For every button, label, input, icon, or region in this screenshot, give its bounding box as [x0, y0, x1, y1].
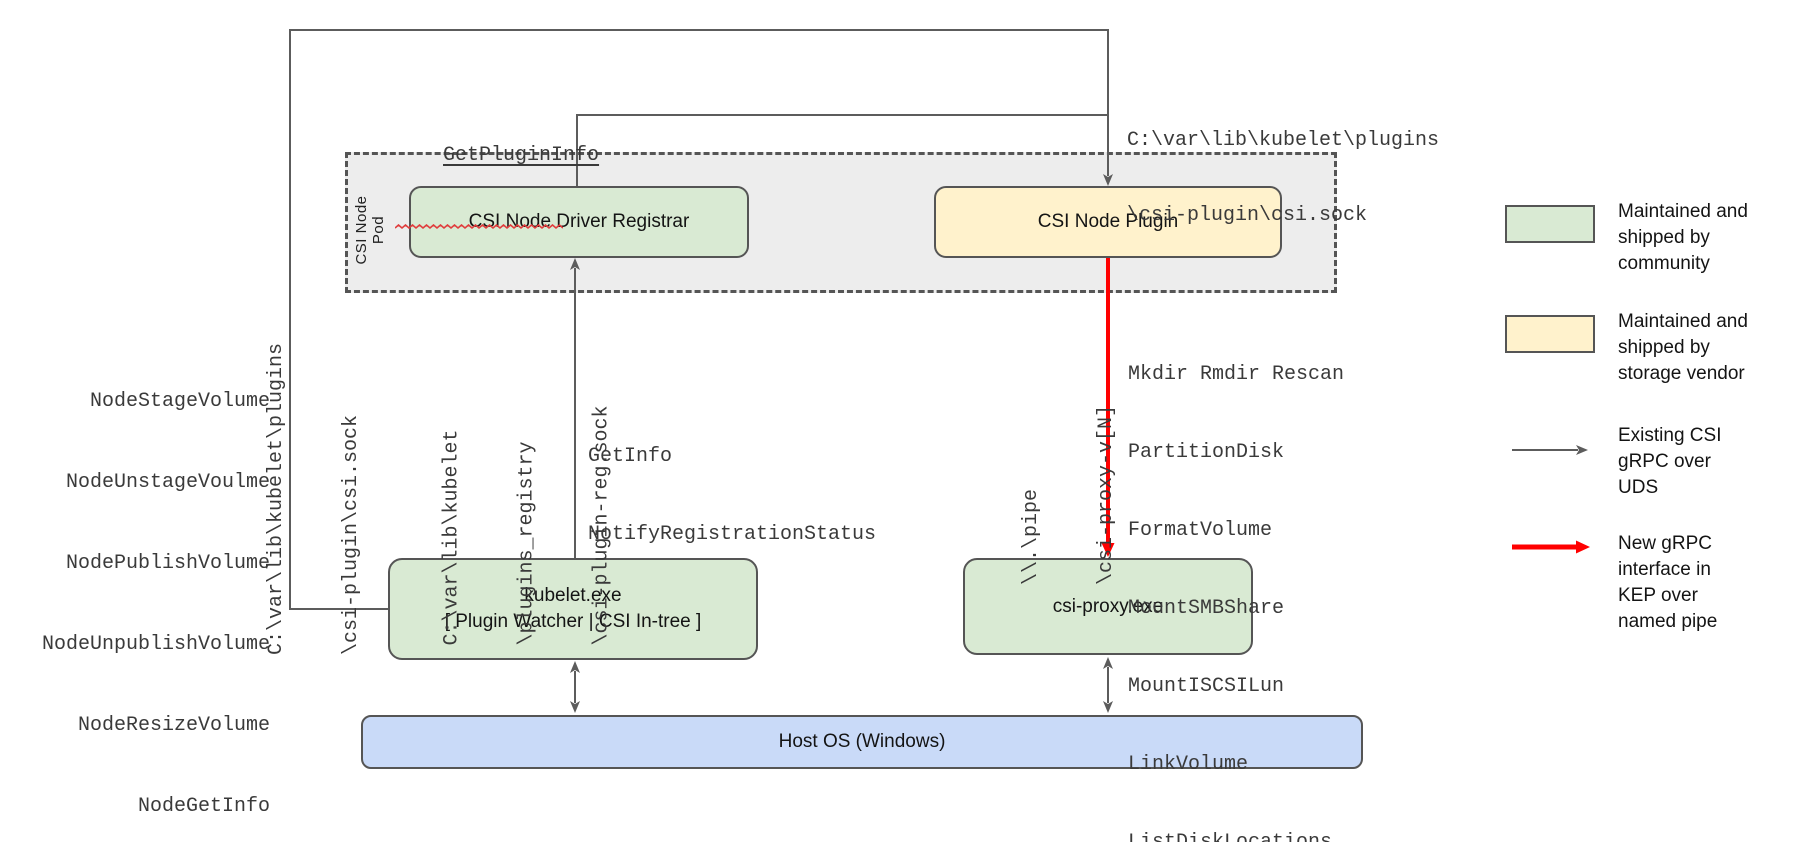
- proxy-method: FormatVolume: [1128, 519, 1273, 542]
- proxy-method: MountISCSILun: [1128, 675, 1285, 698]
- node-method: NodeUnstageVoulme: [65, 471, 270, 494]
- legend-vendor-line1: Maintained and: [1618, 311, 1748, 332]
- node-method: NodeGetInfo: [137, 795, 270, 818]
- named-pipe-path-line2: \csi-proxy-v[N]: [1095, 404, 1118, 585]
- host-os-box: Host OS (Windows): [361, 715, 1363, 769]
- csi-sock-path-left-line2: \csi-plugin\csi.sock: [340, 414, 363, 655]
- legend-uds-text: Existing CSI gRPC over UDS: [1618, 423, 1808, 501]
- legend-vendor-swatch: [1505, 315, 1595, 353]
- legend-namedpipe-line4: named pipe: [1618, 611, 1718, 632]
- named-pipe-path-line1: \\.\pipe: [1020, 488, 1043, 585]
- csi-sock-path-top-line1: C:\var\lib\kubelet\plugins: [1127, 129, 1440, 152]
- host-os-label: Host OS (Windows): [778, 731, 946, 752]
- node-method: NodeStageVolume: [89, 390, 270, 413]
- legend-community-swatch: [1505, 205, 1595, 243]
- proxy-method: ListDiskLocations: [1128, 830, 1344, 842]
- legend-namedpipe-line1: New gRPC: [1618, 533, 1712, 554]
- legend-uds-line1: Existing CSI: [1618, 425, 1722, 446]
- registration-method-notify: NotifyRegistrationStatus: [588, 523, 877, 546]
- proxy-method: Mkdir Rmdir Rescan: [1128, 363, 1345, 386]
- legend-community-line1: Maintained and: [1618, 201, 1748, 222]
- proxy-method: MountSMBShare: [1128, 597, 1285, 620]
- node-methods-list: NodeStageVolume NodeUnstageVoulme NodePu…: [20, 334, 270, 842]
- csi-node-pod-label: CSI Node Pod: [353, 195, 387, 265]
- proxy-method: PartitionDisk: [1128, 441, 1285, 464]
- plugin-registry-sock-line1: C:\var\lib\kubelet: [440, 429, 464, 646]
- proxy-methods-list: Mkdir Rmdir Rescan PartitionDisk FormatV…: [1128, 310, 1344, 842]
- plugin-registry-sock-line2: \plugins_registry: [515, 441, 539, 646]
- legend-community-line2: shipped by: [1618, 227, 1710, 248]
- legend-vendor-line3: storage vendor: [1618, 363, 1745, 384]
- get-plugin-info-label: GetPluginInfo: [395, 117, 600, 230]
- legend-vendor-line2: shipped by: [1618, 337, 1710, 358]
- legend-vendor-text: Maintained and shipped by storage vendor: [1618, 309, 1808, 387]
- legend-namedpipe-line2: interface in: [1618, 559, 1711, 580]
- legend-uds-line3: UDS: [1618, 477, 1659, 498]
- legend-community-text: Maintained and shipped by community: [1618, 199, 1808, 277]
- registration-method-getinfo: GetInfo: [588, 445, 673, 468]
- csi-sock-path-top-line2: \csi-plugin\csi.sock: [1127, 204, 1368, 227]
- proxy-method: LinkVolume: [1128, 753, 1249, 776]
- legend-community-line3: community: [1618, 253, 1710, 274]
- node-method: NodePublishVolume: [65, 552, 270, 575]
- csi-sock-path-top-label: C:\var\lib\kubelet\plugins \csi-plugin\c…: [1127, 78, 1439, 278]
- legend-namedpipe-text: New gRPC interface in KEP over named pip…: [1618, 531, 1808, 635]
- node-method: NodeResizeVolume: [77, 714, 270, 737]
- spellcheck-squiggle-icon: [395, 224, 563, 230]
- kubelet-sublabel: [ Plugin Watcher | CSI In-tree ]: [444, 611, 702, 632]
- legend-uds-line2: gRPC over: [1618, 451, 1711, 472]
- node-method: NodeUnpublishVolume: [41, 633, 270, 656]
- legend-namedpipe-line3: KEP over: [1618, 585, 1698, 606]
- registration-methods-label: GetInfo NotifyRegistrationStatus: [588, 392, 876, 600]
- get-plugin-info-text: GetPluginInfo: [443, 144, 600, 167]
